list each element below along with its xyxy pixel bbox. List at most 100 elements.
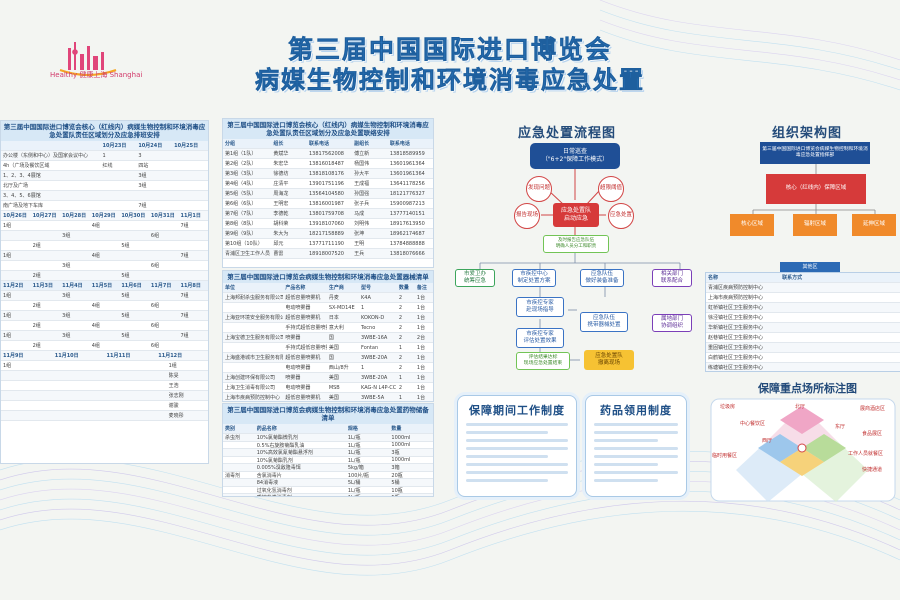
table-cell: 丹麦 xyxy=(328,295,339,302)
table-cell: 第9组（9队） xyxy=(225,231,257,238)
table-cell: 日本 xyxy=(328,315,339,322)
text-line xyxy=(594,455,678,458)
table-cell: 南广场及地下车库 xyxy=(3,203,44,210)
table-cell: 练塘镇社区卫生服务中心 xyxy=(708,365,764,371)
flow-daily-patrol: 日常巡查 （"6+2"保障工作模式） xyxy=(530,143,620,169)
table-cell: 10月23日 xyxy=(102,143,127,150)
table-cell: 1组 xyxy=(3,253,12,260)
table-cell: 7组 xyxy=(180,253,189,260)
table-cell: 1台 xyxy=(416,325,426,332)
table-cell: 电动喷雾器 xyxy=(285,385,311,392)
table-cell: 上海卫生消毒有限公司 xyxy=(225,385,276,392)
table-cell: 1组 xyxy=(168,363,177,370)
table-cell: 5组 xyxy=(121,243,130,250)
table-cell: 1台 xyxy=(416,315,426,322)
table-cell: 2 xyxy=(398,294,402,301)
table-cell: 10月26日 xyxy=(3,213,27,220)
table-cell: 13818589959 xyxy=(389,150,425,157)
drug-rules-card: 药品领用制度 xyxy=(585,395,687,497)
table-cell: 过氧化氢消毒剂 xyxy=(256,487,292,494)
table-cell: 超低容量喷雾机 xyxy=(285,395,321,402)
table-cell: 2组 xyxy=(32,243,41,250)
table-cell: 2组 xyxy=(32,303,41,310)
table-cell: 4组 xyxy=(91,343,100,350)
table-cell: 第4组（4队） xyxy=(225,181,257,188)
table-cell: 杀虫剂 xyxy=(225,435,241,441)
table-cell: 谢骏 xyxy=(168,403,179,410)
table-cell: 1组 xyxy=(3,223,12,230)
flow-team-leave: 应急处置队 撤离现场 xyxy=(584,350,634,370)
page-title-line1: 第三届中国国际进口博览会 xyxy=(287,35,612,65)
table-row: 练塘镇社区卫生服务中心 xyxy=(706,363,900,371)
table-cell: 上海市疾病预防控制中心 xyxy=(225,395,281,402)
table-cell: 1 xyxy=(398,394,402,401)
table-cell: 孙国强 xyxy=(354,191,370,198)
table-cell: 上海盛港城市卫生服务有限公司 xyxy=(225,355,283,362)
table-cell: 1 xyxy=(361,364,365,371)
table-cell: 喷雾器 xyxy=(285,375,301,382)
table-cell: 4组 xyxy=(91,323,100,330)
table-cell: 18962174687 xyxy=(389,230,425,237)
table-cell: 王浩 xyxy=(168,383,179,390)
table-cell: 2 xyxy=(398,364,402,371)
text-line xyxy=(594,463,658,466)
table-cell: 6组 xyxy=(150,343,160,350)
table-cell: 3箱 xyxy=(391,465,400,471)
table-cell: 13816001987 xyxy=(309,200,344,207)
table-cell: 3组 xyxy=(62,333,71,340)
table-cell: 张子兵 xyxy=(354,201,370,208)
table-cell: 11月1日 xyxy=(180,213,201,220)
table-cell: 第1组（1队） xyxy=(225,151,257,158)
map-label-hotel: 展商酒店区 xyxy=(860,406,886,412)
table-cell: 10瓶 xyxy=(391,487,403,494)
drug-panel: 第三届中国国际进口博览会病媒生物控制和环境消毒应急处置药物储备清单 类别药品名称… xyxy=(222,403,434,497)
table-cell: 6组 xyxy=(150,233,160,240)
table-cell: 10%氯菊酯微乳剂 xyxy=(256,435,298,441)
table-cell: 超低容量喷雾机 xyxy=(285,315,321,322)
flow-notify: 及时报告应急队伍 明确人员分工和职责 xyxy=(543,235,609,253)
table-cell: 1000ml xyxy=(391,442,411,448)
table-cell: 1台 xyxy=(416,295,426,302)
table-cell: 第3组（3队） xyxy=(225,171,257,178)
table-cell: 青浦区卫生工作人员 xyxy=(225,251,271,258)
org-core-area: 核心（红线内）保障区域 xyxy=(766,174,866,204)
map-label-staff: 工作人员就餐区 xyxy=(848,451,884,457)
table-cell: 13801759708 xyxy=(309,210,344,217)
table-row: 手持式超低容量喷雾器美国Fontan11台 xyxy=(223,343,433,354)
map-label-fast-lane: 快捷通道 xyxy=(862,467,883,473)
table-cell: 上海亚环境安全服务有限公司 xyxy=(225,315,283,322)
table-cell: 虹桥镇社区卫生服务中心 xyxy=(708,305,764,311)
table-cell: 第7组（7队） xyxy=(225,211,257,218)
table-cell: 84消毒液 xyxy=(256,480,279,486)
flow-cdc-plan: 市疾控中心 制定处置方案 xyxy=(512,269,556,287)
table-cell: 2 xyxy=(398,324,402,331)
table-cell: 白鹤镇社区卫生服务中心 xyxy=(708,355,764,361)
table-cell: 类别 xyxy=(225,426,236,433)
table-cell: 孙大平 xyxy=(354,171,370,178)
table-row: 白鹤镇社区卫生服务中心 xyxy=(706,353,900,363)
table-cell: 意大利 xyxy=(328,325,344,332)
table-cell: 2 xyxy=(398,304,402,311)
table-cell: 徐德坊 xyxy=(273,171,289,178)
table-cell: 10%高效氯氰菊酯悬浮剂 xyxy=(256,450,313,456)
org-zone-radiation: 辐射区域 xyxy=(793,214,837,236)
table-cell: 电动喷雾器 xyxy=(285,365,311,372)
table-cell: 18918007520 xyxy=(309,250,344,257)
table-cell: 1台 xyxy=(416,355,426,362)
org-lines xyxy=(752,164,876,216)
